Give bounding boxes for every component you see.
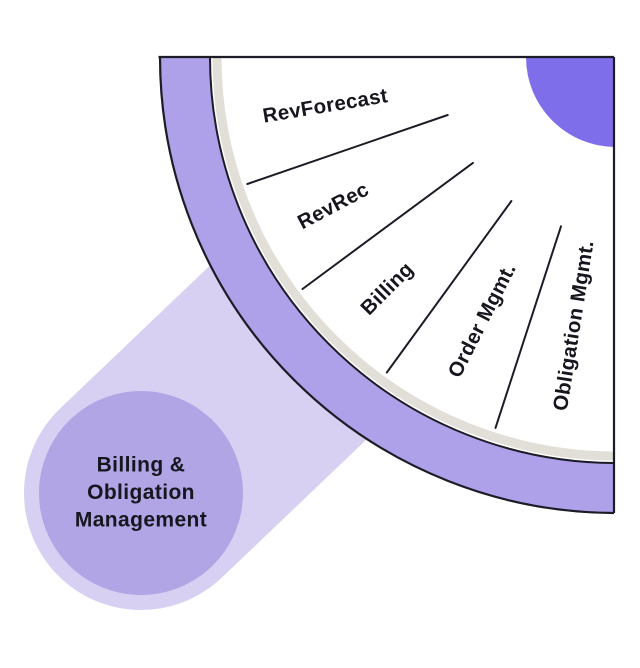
divider-ordermgmt-obligationmgmt [494, 225, 562, 429]
frame-border [158, 55, 616, 513]
callout-label: Billing & Obligation Management [75, 454, 207, 532]
wheel: RevForecast RevRec Billing Order Mgmt. O… [159, 57, 614, 514]
callout-label-line1: Billing & [97, 454, 186, 477]
callout-label-line3: Management [75, 509, 207, 532]
callout-circle [39, 391, 243, 595]
divider-revrec-billing [301, 161, 474, 290]
wheel-face [209, 57, 614, 464]
divider-revforecast-revrec [246, 114, 449, 185]
callout-label-line2: Obligation [87, 481, 195, 504]
divider-billing-ordermgmt [385, 200, 513, 374]
wheel-hub [526, 57, 614, 147]
segment-dividers [246, 114, 562, 429]
